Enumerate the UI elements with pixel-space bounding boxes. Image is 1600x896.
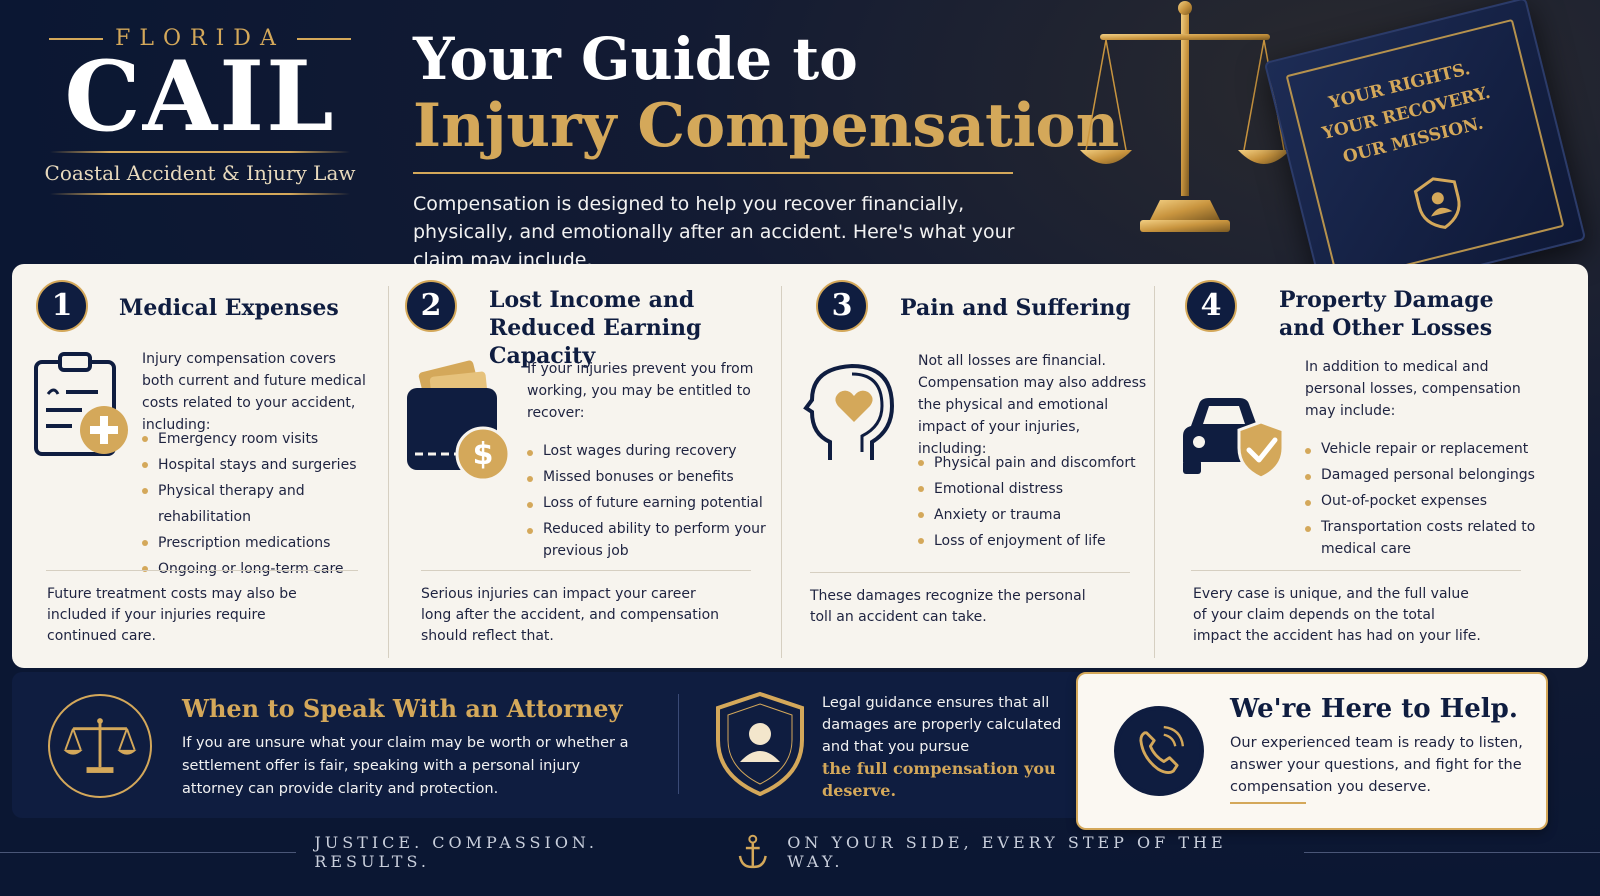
phone-icon: [1114, 706, 1204, 796]
anchor-icon: [738, 834, 767, 869]
page-subtitle: Compensation is designed to help you rec…: [413, 193, 1015, 271]
attorney-text: If you are unsure what your claim may be…: [182, 735, 629, 797]
card-number: 3: [816, 280, 868, 332]
clipboard-plus-icon: [34, 352, 128, 456]
list-item: Prescription medications: [142, 530, 382, 556]
card-bullet-list: Emergency room visits Hospital stays and…: [142, 426, 382, 582]
rights-book: YOUR RIGHTS. YOUR RECOVERY. OUR MISSION.: [1263, 0, 1587, 305]
help-card: We're Here to Help. Our experienced team…: [1076, 672, 1548, 830]
shield-person-icon: [716, 691, 804, 797]
attorney-title: When to Speak With an Attorney: [182, 694, 623, 723]
compensation-cards: 1 Medical Expenses Injury compensation c…: [12, 264, 1588, 668]
guidance-emphasis: the full compensation you deserve.: [822, 759, 1056, 800]
card-title: Pain and Suffering: [900, 295, 1131, 321]
logo-divider: [50, 151, 350, 153]
list-item: Missed bonuses or benefits: [527, 466, 767, 488]
list-item: Physical pain and discomfort: [918, 450, 1148, 476]
scales-of-justice-icon: [1080, 1, 1290, 232]
list-item: Vehicle repair or replacement: [1305, 438, 1545, 460]
card-title: Lost Income and Reduced Earning Capacity: [489, 287, 702, 369]
card-description: Injury compensation covers both current …: [142, 351, 366, 433]
list-item: Hospital stays and surgeries: [142, 452, 382, 478]
list-item: Transportation costs related to medical …: [1305, 516, 1545, 560]
title-rule: [413, 172, 1013, 174]
card-number: 2: [405, 280, 457, 332]
help-text: Our experienced team is ready to listen,…: [1230, 735, 1523, 795]
card-number: 1: [36, 280, 88, 332]
list-item: Emotional distress: [918, 476, 1148, 502]
card-description: If your injuries prevent you from workin…: [527, 361, 754, 421]
list-item: Physical therapy and rehabilitation: [142, 478, 382, 530]
card-lost-income: 2 Lost Income and Reduced Earning Capaci…: [389, 264, 781, 668]
card-pain-suffering: 3 Pain and Suffering Not all losses are …: [782, 264, 1154, 668]
svg-text:$: $: [473, 437, 494, 472]
card-property-damage: 4 Property Damage and Other Losses In ad…: [1155, 264, 1588, 668]
card-footnote: These damages recognize the personal tol…: [810, 588, 1086, 625]
logo-divider-bottom: [50, 193, 350, 195]
page-title: Your Guide to Injury Compensation: [413, 26, 1119, 160]
card-bullet-list: Physical pain and discomfort Emotional d…: [918, 450, 1148, 554]
title-line-1: Your Guide to: [413, 25, 858, 93]
card-description: Not all losses are financial. Compensati…: [918, 353, 1147, 457]
card-bullet-list: Lost wages during recovery Missed bonuse…: [527, 440, 767, 566]
guidance-text: Legal guidance ensures that all damages …: [822, 692, 1072, 802]
list-item: Out-of-pocket expenses: [1305, 490, 1545, 512]
title-line-2: Injury Compensation: [413, 91, 1120, 161]
logo-tagline: Coastal Accident & Injury Law: [44, 161, 356, 185]
list-item: Anxiety or trauma: [918, 502, 1148, 528]
help-title: We're Here to Help.: [1230, 694, 1518, 724]
card-description: In addition to medical and personal loss…: [1305, 359, 1521, 419]
list-item: Reduced ability to perform your previous…: [527, 518, 767, 562]
list-item: Loss of enjoyment of life: [918, 528, 1148, 554]
logo-state: FLORIDA: [115, 26, 285, 51]
logo-brand: CAIL: [64, 40, 336, 153]
card-footnote: Future treatment costs may also be inclu…: [47, 586, 297, 644]
list-item: Emergency room visits: [142, 426, 382, 452]
car-shield-icon: [1183, 398, 1285, 480]
footer-right-text: ON YOUR SIDE, EVERY STEP OF THE WAY.: [787, 833, 1227, 871]
list-item: Lost wages during recovery: [527, 440, 767, 462]
scales-icon: [48, 694, 152, 798]
card-medical-expenses: 1 Medical Expenses Injury compensation c…: [12, 264, 388, 668]
firm-logo: FLORIDA CAIL Coastal Accident & Injury L…: [40, 26, 360, 195]
list-item: Ongoing or long-term care: [142, 556, 382, 582]
card-title: Property Damage and Other Losses: [1279, 287, 1494, 341]
logo-rule-right: [296, 37, 351, 40]
card-footnote: Every case is unique, and the full value…: [1193, 586, 1481, 644]
card-title: Medical Expenses: [119, 295, 339, 321]
card-bullet-list: Vehicle repair or replacement Damaged pe…: [1305, 438, 1545, 564]
logo-rule-left: [49, 37, 104, 40]
list-item: Damaged personal belongings: [1305, 464, 1545, 486]
head-heart-icon: [803, 363, 895, 460]
card-footnote: Serious injuries can impact your career …: [421, 586, 720, 644]
wallet-dollar-icon: $: [407, 360, 511, 482]
list-item: Loss of future earning potential: [527, 492, 767, 514]
footer-left-text: JUSTICE. COMPASSION. RESULTS.: [314, 833, 598, 871]
shield-person-icon: [1413, 177, 1461, 229]
attorney-section: When to Speak With an Attorney If you ar…: [12, 672, 1088, 818]
footer-tagline: JUSTICE. COMPASSION. RESULTS. ON YOUR SI…: [0, 833, 1600, 871]
card-number: 4: [1185, 280, 1237, 332]
